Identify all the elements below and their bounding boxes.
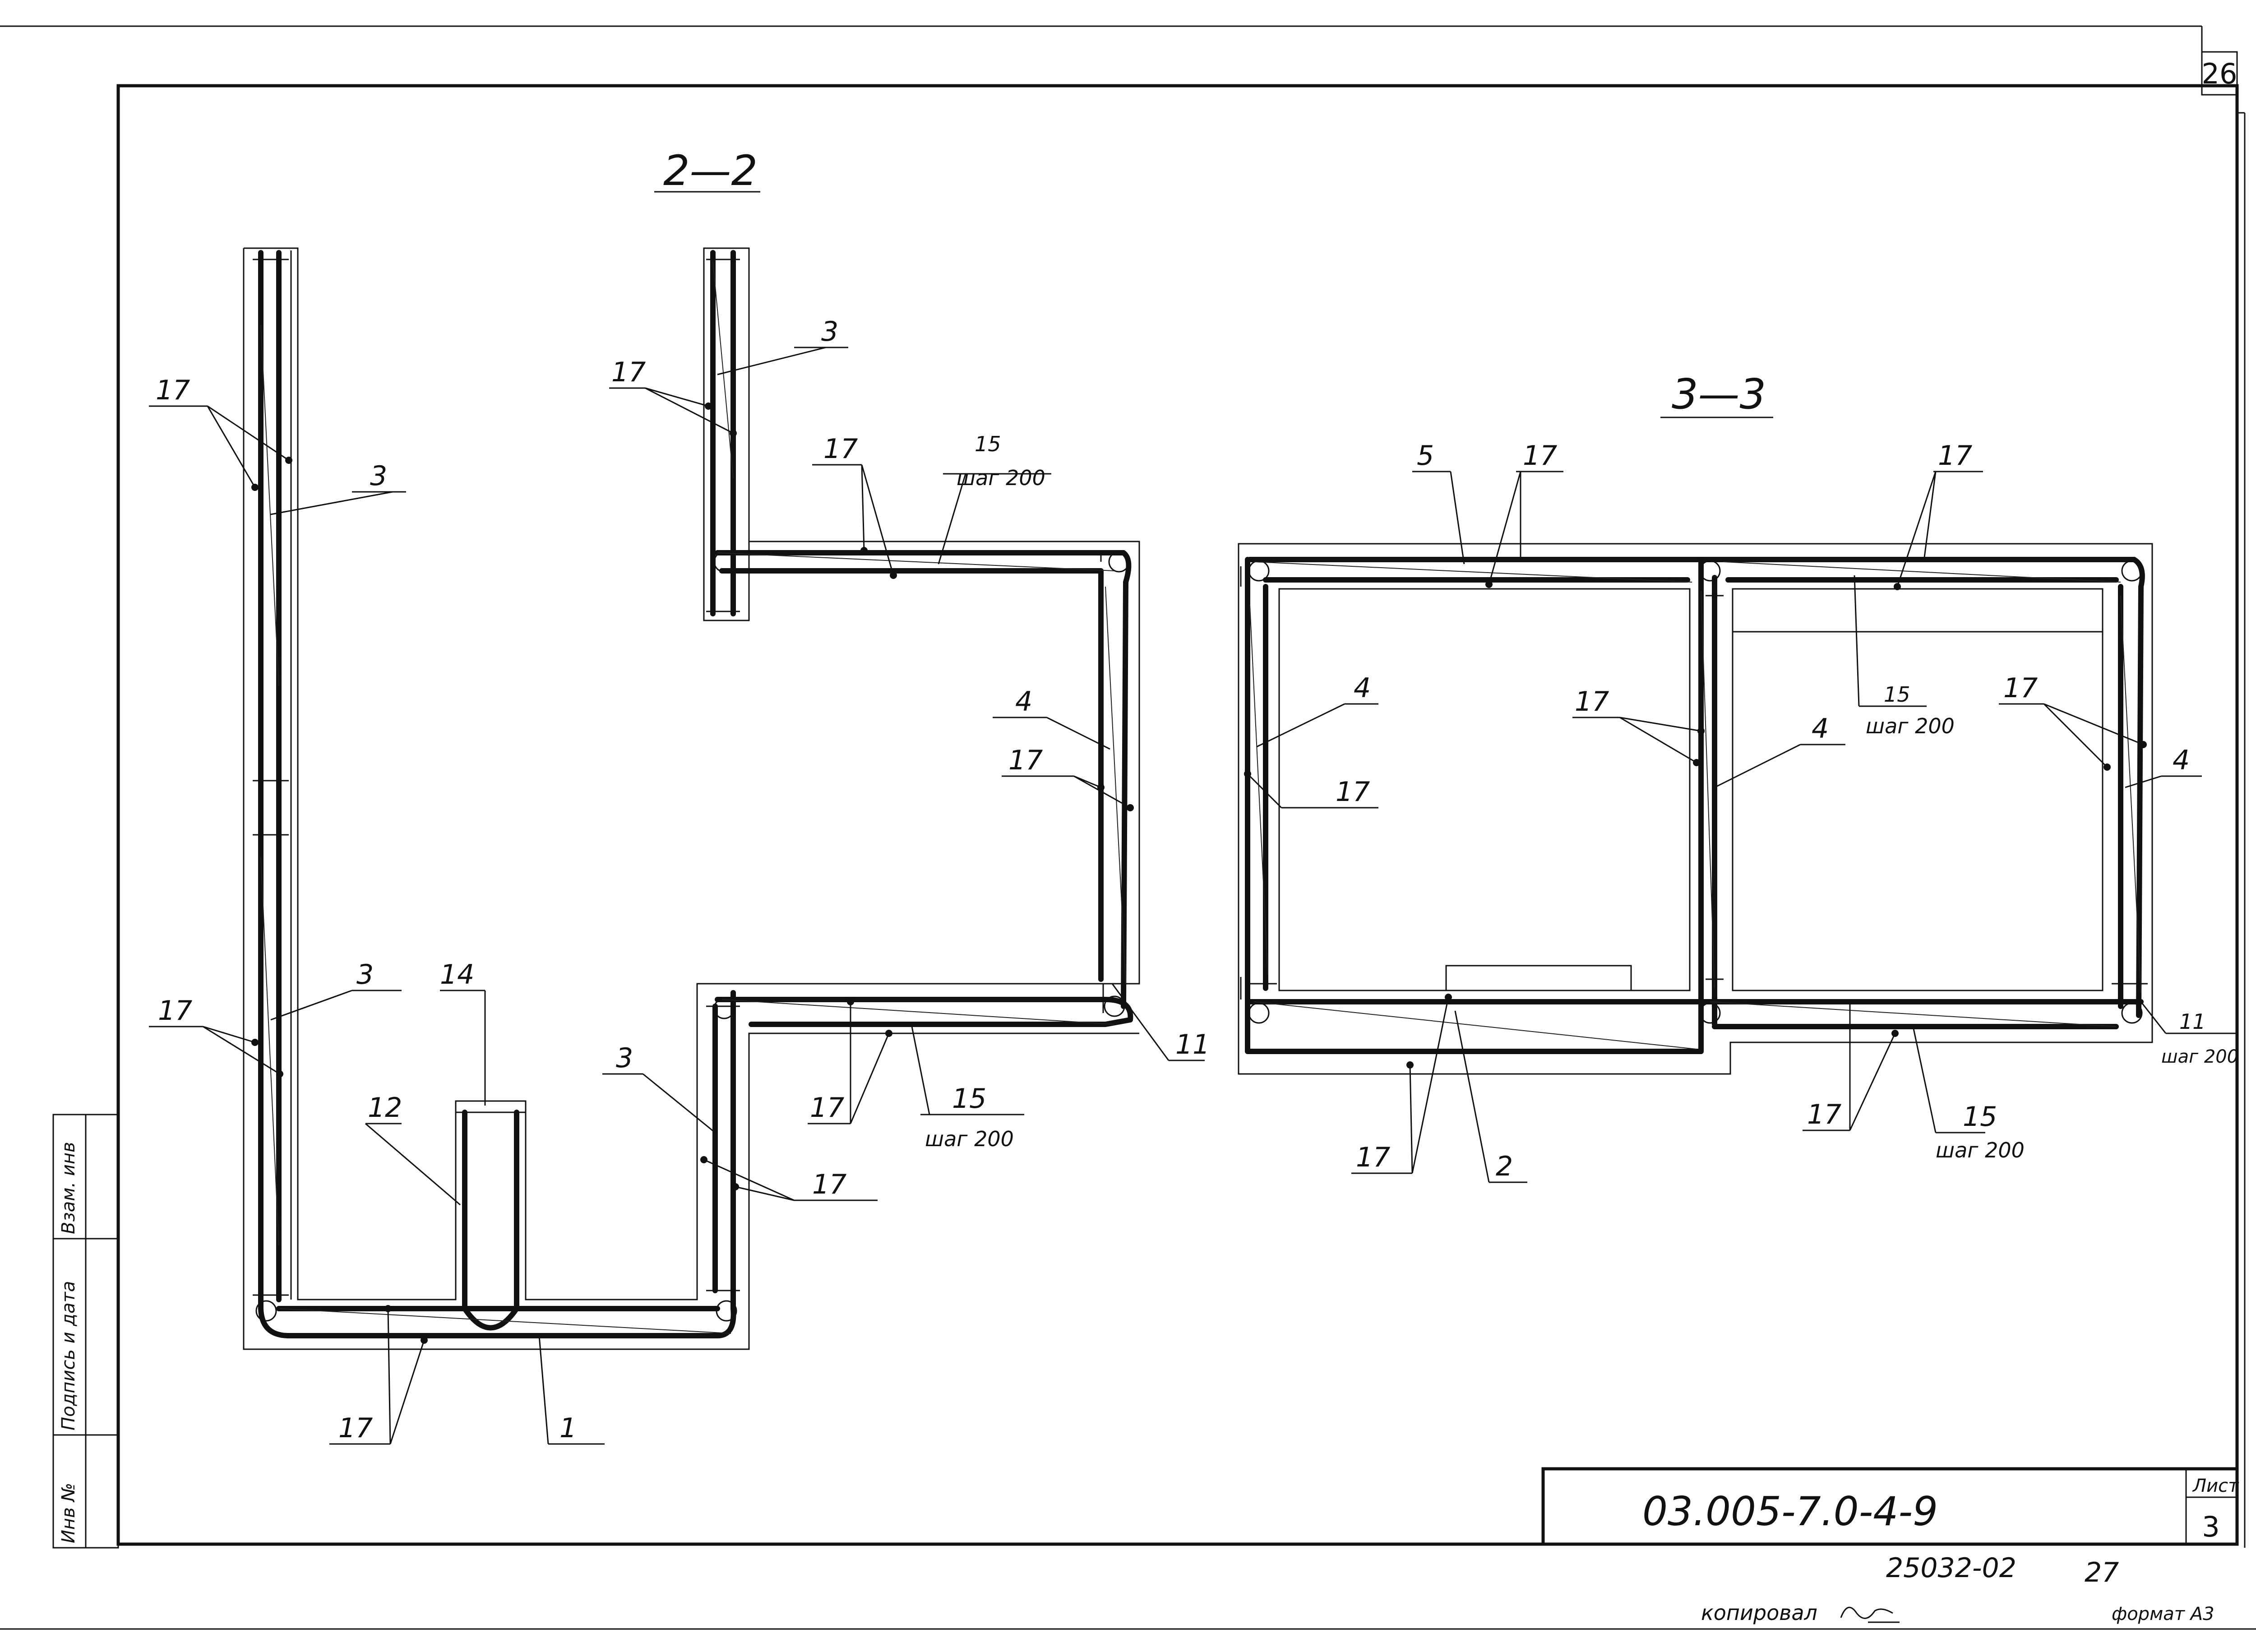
sheet-frame [0, 25, 2256, 1630]
label-15-a: 15 [1884, 682, 1910, 707]
label-17-c: 17 [823, 433, 858, 465]
label-17-b: 17 [1938, 440, 1972, 472]
label-2: 2 [1496, 1151, 1513, 1182]
label-4-a: 4 [1354, 672, 1371, 704]
document-code: 03.005-7.0-4-9 [1642, 1488, 1938, 1535]
leaders-2-2 [149, 347, 1205, 1445]
label-11-a: 11 [1175, 1029, 1210, 1060]
bar-top-3-3 [1247, 557, 2145, 1018]
label-step-a: шаг 200 [1866, 714, 1955, 738]
label-1: 1 [559, 1412, 577, 1444]
copier-signature [1840, 1606, 1900, 1623]
label-17-f: 17 [812, 1169, 846, 1200]
archive-number: 25032-02 [1886, 1552, 2016, 1584]
label-4-c: 4 [2173, 745, 2190, 776]
label-3-c: 3 [356, 959, 374, 990]
page-number: 26 [2202, 57, 2238, 90]
sheet-label: Лист [2192, 1476, 2239, 1496]
label-4-b: 4 [1812, 713, 1829, 745]
sheet-number: 3 [2202, 1510, 2219, 1543]
label-11: 11 [2179, 1009, 2206, 1034]
title-block [1541, 1467, 2239, 1546]
label-15-a: 15 [975, 432, 1001, 456]
side-stamp [52, 1114, 119, 1549]
leader-dots-2-2 [251, 403, 1134, 1344]
label-17-a: 17 [156, 375, 190, 406]
label-4-a: 4 [1015, 686, 1032, 717]
label-15-b: 15 [1963, 1101, 1997, 1133]
section-2-2-outline [243, 247, 1140, 1350]
u-bar [462, 1110, 519, 1331]
copied-by-label: копировал [1701, 1601, 1817, 1625]
label-3-b: 3 [821, 316, 838, 347]
section-3-3-outline [1238, 543, 2153, 1075]
label-14: 14 [440, 959, 474, 990]
section-2-2: 2—2 [149, 147, 1210, 1445]
section-3-3: 3—3 [1238, 370, 2238, 1183]
label-17-d: 17 [1575, 686, 1609, 717]
bar-bottom [258, 990, 736, 1338]
label-17-e: 17 [158, 995, 192, 1027]
bar-top-ledge [715, 550, 1132, 1009]
label-17-g: 17 [1807, 1099, 1841, 1130]
label-15-b: 15 [952, 1083, 986, 1115]
label-step-a: шаг 200 [957, 466, 1045, 490]
label-17-a: 17 [1523, 440, 1557, 472]
stamp-inv-no: Инв № [58, 1483, 79, 1543]
leaders-3-3 [1247, 471, 2236, 1183]
label-5: 5 [1417, 440, 1434, 472]
section-2-2-title: 2—2 [663, 147, 758, 195]
bar-left-3-3 [1245, 557, 1704, 1054]
label-step-b: шаг 200 [2161, 1046, 2238, 1067]
archive-page: 27 [2085, 1557, 2119, 1588]
leader-dots-3-3 [1244, 581, 2147, 1069]
label-17-d: 17 [1008, 745, 1043, 776]
label-17-b: 17 [611, 356, 646, 388]
label-step-b: шаг 200 [925, 1127, 1014, 1151]
label-3-a: 3 [370, 460, 387, 492]
stamp-signature-date: Подпись и дата [58, 1281, 79, 1430]
label-17-h: 17 [338, 1412, 373, 1444]
label-step-c: шаг 200 [1936, 1138, 2025, 1162]
section-3-3-title: 3—3 [1672, 370, 1766, 418]
label-17-c: 17 [1336, 776, 1370, 808]
stamp-replaces-inv: Взам. инв [58, 1142, 79, 1234]
label-17-f: 17 [1356, 1142, 1390, 1173]
format-label: формат А3 [2112, 1604, 2214, 1624]
label-17-g: 17 [810, 1092, 844, 1124]
label-3-d: 3 [616, 1042, 633, 1074]
label-12: 12 [368, 1092, 402, 1124]
label-17-e: 17 [2003, 672, 2038, 704]
